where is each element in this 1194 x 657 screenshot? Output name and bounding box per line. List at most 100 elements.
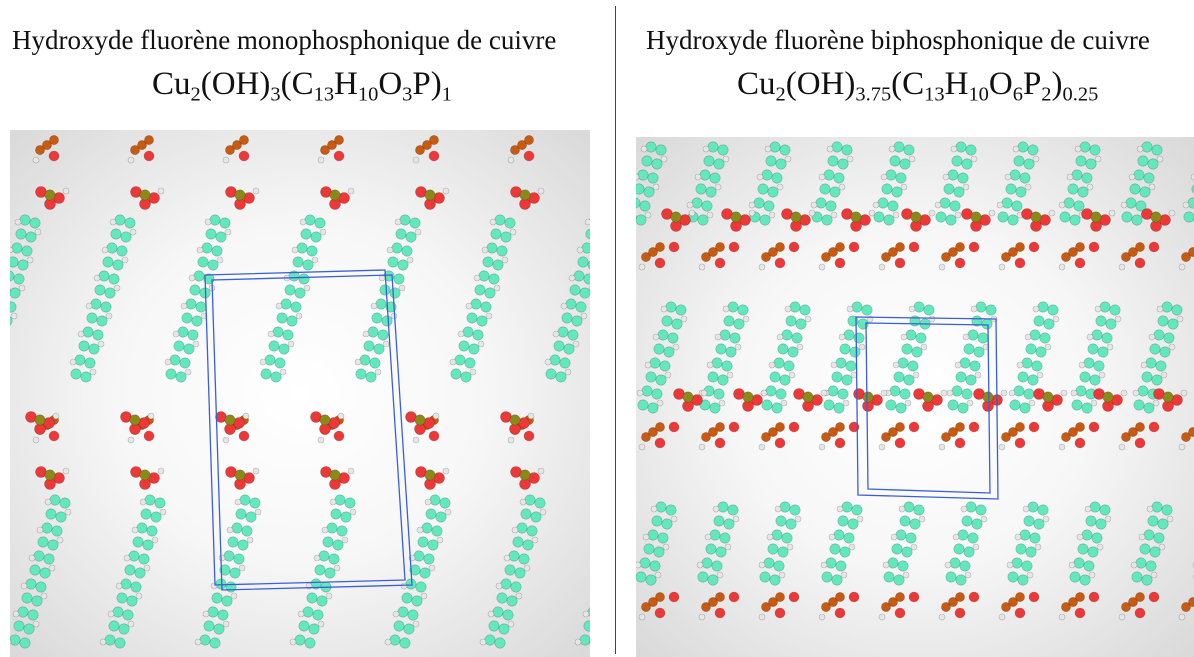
- oxygen-atom: [834, 607, 846, 619]
- carbon-atom: [897, 357, 909, 369]
- carbon-atom: [777, 343, 789, 355]
- hydrogen-atom: [1058, 263, 1066, 271]
- copper-atom: [130, 145, 140, 155]
- carbon-atom: [657, 329, 669, 341]
- carbon-atom: [207, 259, 219, 271]
- carbon-atom: [217, 609, 229, 621]
- hydrogen-atom: [846, 155, 854, 163]
- hydrogen-atom: [842, 399, 850, 407]
- carbon-atom: [707, 371, 719, 383]
- hydrogen-atom: [902, 571, 910, 579]
- hydrogen-atom: [748, 201, 756, 209]
- carbon-atom: [492, 259, 504, 271]
- carbon-atom: [476, 315, 488, 327]
- hydrogen-atom: [966, 399, 974, 407]
- carbon-atom: [1151, 144, 1163, 156]
- carbon-atom: [387, 256, 399, 268]
- phosphorus-atom: [1102, 391, 1114, 403]
- hydrogen-atom: [908, 155, 916, 163]
- hydrogen-atom: [493, 284, 501, 292]
- carbon-atom: [981, 318, 993, 330]
- carbon-atom: [80, 371, 92, 383]
- carbon-atom: [719, 329, 731, 341]
- carbon-atom: [1043, 318, 1055, 330]
- carbon-atom: [821, 214, 833, 226]
- carbon-atom: [363, 340, 375, 352]
- copper-atom: [648, 247, 658, 257]
- hydrogen-atom: [444, 508, 452, 516]
- carbon-atom: [851, 504, 863, 516]
- hydrogen-atom: [938, 613, 946, 621]
- carbon-atom: [765, 155, 777, 167]
- carbon-atom: [132, 536, 144, 548]
- carbon-atom: [789, 301, 801, 313]
- carbon-atom: [373, 343, 385, 355]
- carbon-atom: [729, 332, 741, 344]
- carbon-atom: [49, 494, 61, 506]
- carbon-atom: [705, 543, 717, 555]
- carbon-atom: [821, 571, 833, 583]
- copper-atom: [422, 140, 432, 150]
- hydrogen-atom: [436, 536, 444, 544]
- hydrogen-atom: [784, 305, 792, 313]
- carbon-atom: [887, 200, 899, 212]
- carbon-atom: [649, 560, 661, 572]
- copper-atom: [1188, 427, 1194, 437]
- phosphorus-atom: [139, 189, 151, 201]
- hydrogen-atom: [888, 145, 896, 153]
- carbon-atom: [885, 399, 897, 411]
- hydrogen-atom: [838, 183, 846, 191]
- carbon-atom: [843, 532, 855, 544]
- copper-atom: [42, 140, 52, 150]
- copper-atom: [1001, 252, 1011, 262]
- carbon-atom: [1005, 183, 1017, 195]
- carbon-atom: [33, 550, 45, 562]
- oxygen-atom: [654, 607, 666, 619]
- carbon-atom: [717, 374, 729, 386]
- oxygen-atom: [654, 257, 666, 269]
- carbon-atom: [737, 304, 749, 316]
- carbon-atom: [841, 501, 853, 513]
- carbon-atom: [1155, 360, 1167, 372]
- carbon-atom: [1131, 571, 1143, 583]
- carbon-atom: [713, 515, 725, 527]
- carbon-atom: [977, 332, 989, 344]
- carbon-atom: [957, 402, 969, 414]
- hydrogen-atom: [722, 155, 730, 163]
- carbon-atom: [195, 301, 207, 313]
- hydrogen-atom: [394, 218, 402, 226]
- carbon-atom: [15, 228, 27, 240]
- hydrogen-atom: [297, 610, 305, 618]
- oxygen-atom: [48, 150, 60, 162]
- hydrogen-atom: [1090, 399, 1098, 407]
- hydrogen-atom: [1152, 399, 1160, 407]
- carbon-atom: [165, 368, 177, 380]
- carbon-atom: [651, 388, 663, 400]
- carbon-atom: [1011, 200, 1023, 212]
- carbon-atom: [199, 634, 211, 646]
- phosphorus-atom: [44, 189, 56, 201]
- copper-atom: [1015, 592, 1025, 602]
- hydrogen-atom: [742, 315, 750, 323]
- carbon-atom: [74, 354, 86, 366]
- carbon-atom: [302, 259, 314, 271]
- copper-atom: [1135, 422, 1145, 432]
- carbon-atom: [1105, 318, 1117, 330]
- carbon-atom: [280, 298, 292, 310]
- carbon-atom: [1013, 155, 1025, 167]
- carbon-atom: [1191, 184, 1194, 194]
- carbon-atom: [555, 371, 567, 383]
- hydrogen-atom: [698, 613, 706, 621]
- carbon-atom: [975, 301, 987, 313]
- hydrogen-atom: [210, 582, 218, 590]
- carbon-atom: [413, 550, 425, 562]
- carbon-atom: [787, 346, 799, 358]
- hydrogen-atom: [1014, 533, 1022, 541]
- carbon-atom: [340, 511, 352, 523]
- carbon-atom: [124, 564, 136, 576]
- carbon-atom: [913, 301, 925, 313]
- oxygen-atom: [774, 437, 786, 449]
- hydrogen-atom: [216, 256, 224, 264]
- carbon-atom: [1073, 557, 1085, 569]
- hydrogen-atom: [1108, 209, 1116, 217]
